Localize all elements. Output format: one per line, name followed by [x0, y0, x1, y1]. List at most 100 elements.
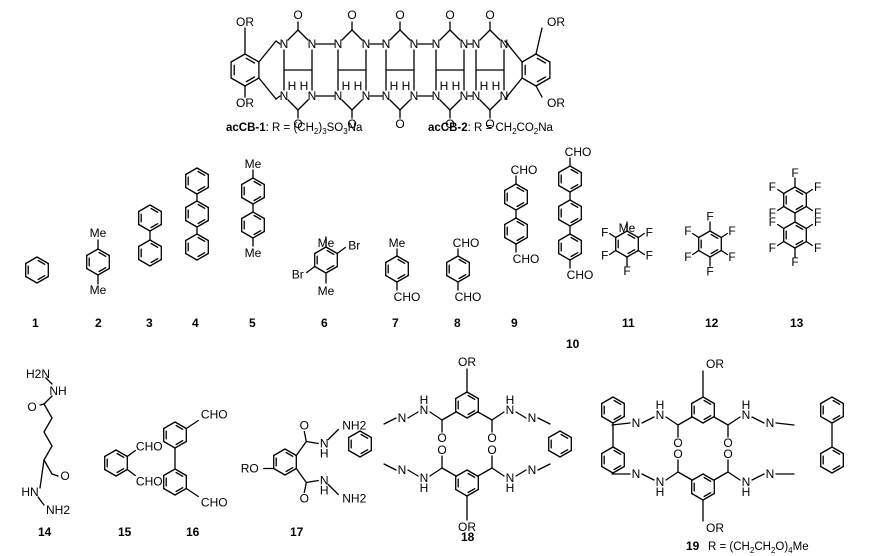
bond	[569, 184, 582, 193]
bond	[455, 391, 468, 400]
bond	[692, 249, 700, 256]
atom-label: O	[293, 8, 302, 22]
bond	[185, 252, 198, 261]
bond	[783, 205, 796, 214]
bond	[327, 428, 339, 441]
bond	[383, 463, 397, 471]
bond	[820, 396, 833, 405]
atom-label: H	[300, 79, 309, 93]
bond	[197, 203, 206, 209]
bond	[641, 473, 655, 481]
atom-label: RO	[241, 462, 259, 476]
atom-label: F	[646, 249, 653, 263]
bond	[196, 252, 209, 261]
atom-label: F	[684, 224, 691, 238]
bond	[820, 465, 833, 474]
bond	[691, 473, 704, 482]
bond	[441, 467, 457, 477]
bond	[615, 230, 628, 239]
bond	[805, 240, 813, 247]
atom-label: CHO	[453, 236, 480, 250]
bond	[86, 267, 99, 276]
bond	[43, 445, 53, 461]
atom-label: N	[280, 89, 289, 103]
compound-10-label: 10	[566, 337, 580, 351]
bond	[570, 252, 579, 258]
atom-label: Me	[318, 236, 335, 250]
bond	[831, 396, 844, 405]
bond	[709, 230, 722, 239]
bond	[703, 415, 712, 421]
bond	[515, 217, 528, 226]
bond	[287, 99, 299, 111]
bond	[515, 183, 528, 192]
bond	[389, 29, 401, 41]
bond	[185, 487, 199, 498]
bond	[197, 219, 206, 225]
bond	[429, 411, 443, 421]
compound-14-label: 14	[38, 525, 52, 539]
bond	[341, 29, 353, 41]
atom-label: NH2	[342, 492, 366, 506]
atom-label: F	[601, 249, 608, 263]
atom-label: OR	[547, 15, 565, 29]
bond	[397, 258, 406, 264]
bond	[241, 230, 254, 239]
bond	[467, 488, 476, 494]
bond	[613, 449, 622, 455]
atom-label: Me	[90, 283, 107, 297]
bond	[244, 77, 260, 87]
bond	[360, 433, 369, 439]
atom-label: H	[420, 481, 429, 495]
bond	[149, 239, 162, 248]
bond	[611, 422, 631, 426]
bond	[613, 415, 622, 421]
bond	[637, 232, 645, 239]
atom-label: F	[769, 241, 776, 255]
bond	[491, 411, 505, 421]
atom-label: N	[460, 37, 469, 51]
bond	[702, 473, 715, 482]
atom-label: N	[410, 89, 419, 103]
bond	[97, 267, 110, 276]
atom-label: H	[420, 393, 429, 407]
bond	[175, 487, 184, 493]
compound-17-label: 17	[290, 525, 304, 539]
bond	[252, 196, 265, 205]
atom-label: N	[506, 471, 515, 485]
bond	[489, 29, 501, 41]
bond	[351, 29, 363, 41]
bond	[570, 168, 579, 174]
bond	[359, 449, 372, 458]
bond	[297, 29, 309, 41]
atom-label: F	[706, 264, 713, 278]
bond	[751, 416, 765, 424]
bond	[637, 249, 645, 256]
bond	[25, 256, 38, 265]
bond	[504, 183, 517, 192]
bond	[570, 202, 579, 208]
atom-label: N	[766, 416, 775, 430]
atom-label: H	[320, 484, 329, 498]
bond	[516, 220, 525, 226]
atom-label: CHO	[394, 290, 421, 304]
bond	[831, 446, 844, 455]
bond	[609, 249, 617, 256]
atom-label: N	[766, 467, 775, 481]
accb-1-caption: acCB-1: R = (CH2)3SO3Na	[226, 122, 363, 136]
bond	[677, 416, 693, 426]
bond	[515, 236, 528, 245]
atom-label: H	[742, 398, 751, 412]
bond	[559, 449, 572, 458]
atom-label: O	[300, 492, 309, 506]
bond	[612, 446, 625, 455]
bond	[794, 240, 807, 249]
atom-label: OR	[458, 520, 476, 534]
bond	[149, 258, 162, 267]
bond	[407, 411, 419, 419]
bond	[196, 186, 209, 195]
bond	[163, 421, 176, 430]
bond	[175, 424, 184, 430]
atom-label: N	[334, 89, 343, 103]
